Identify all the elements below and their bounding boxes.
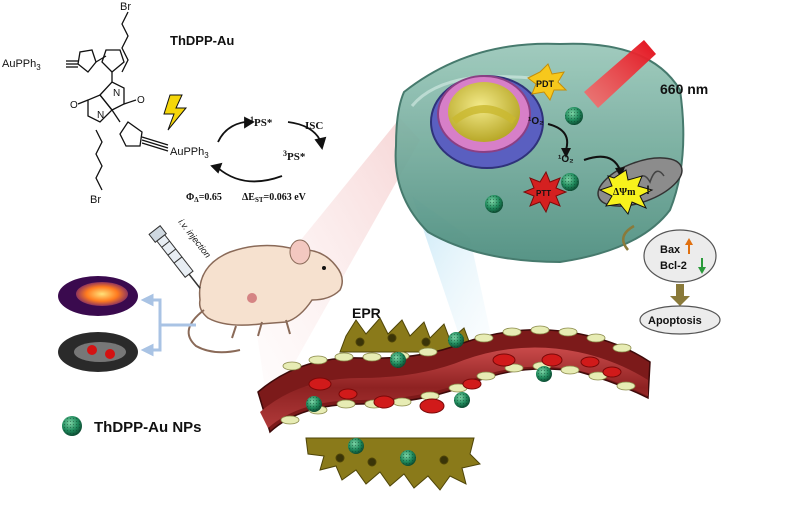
- isc-label: ISC: [305, 120, 323, 132]
- fluorescence-image: [58, 332, 138, 372]
- apoptosis-label: Apoptosis: [648, 315, 702, 327]
- energy-gap: ΔEST=0.063 eV: [242, 192, 307, 204]
- imaging-bracket: [144, 296, 196, 354]
- o-atom-right: O: [137, 95, 145, 106]
- photothermal-image: [58, 276, 138, 316]
- br-bottom-label: Br: [90, 194, 101, 206]
- alkyl-chain-bottom: [96, 130, 102, 190]
- ptt-label: PTT: [536, 189, 551, 198]
- nanoparticle: [536, 366, 552, 382]
- lightning-icon: [164, 95, 186, 130]
- singlet-oxygen-top: ¹O₂: [528, 116, 544, 127]
- injection-label: i.v. injection: [176, 217, 212, 260]
- nanoparticle: [400, 450, 416, 466]
- nanoparticle: [390, 352, 406, 368]
- excitation-arrow: [218, 122, 245, 142]
- n-atom-bottom: N: [97, 110, 104, 121]
- o-atom-left: O: [70, 100, 78, 111]
- tumor-cell: PDT PTT ¹O₂ ¹O₂ ΔΨm !: [396, 44, 689, 262]
- legend-nanoparticle-icon: [62, 416, 82, 436]
- tumor-cluster-bottom: [306, 438, 480, 490]
- nanoparticle: [348, 438, 364, 454]
- epr-label: EPR: [352, 305, 381, 321]
- nanoparticle: [306, 396, 322, 412]
- relaxation-arrow: [218, 168, 282, 181]
- nanoparticle: [561, 173, 579, 191]
- bax-bcl2-box: [644, 230, 716, 282]
- triplet-state: 3PS*: [283, 149, 306, 163]
- wavelength-label: 660 nm: [660, 81, 708, 97]
- legend: ThDPP-Au NPs: [62, 416, 202, 436]
- nanoparticle: [485, 195, 503, 213]
- pdt-label: PDT: [536, 79, 555, 89]
- bcl2-label: Bcl-2: [660, 260, 687, 272]
- membrane-potential-label: ΔΨm: [613, 187, 636, 198]
- au-right-label: AuPPh3: [170, 146, 209, 160]
- molecule-title: ThDPP-Au: [170, 33, 234, 48]
- nucleus: [431, 76, 543, 168]
- nanoparticle: [448, 332, 464, 348]
- pathway-arrow: [670, 284, 690, 306]
- legend-label: ThDPP-Au NPs: [94, 419, 202, 436]
- singlet-state: 1PS*: [250, 115, 273, 129]
- bax-label: Bax: [660, 244, 681, 256]
- au-left-label: AuPPh3: [2, 58, 41, 72]
- n-atom-top: N: [113, 88, 120, 99]
- singlet-oxygen-yield: ΦΔ=0.65: [186, 192, 222, 204]
- dpp-ring-left: [100, 82, 124, 110]
- exclaim-mark: !: [646, 183, 650, 197]
- nanoparticle: [565, 107, 583, 125]
- br-top-label: Br: [120, 1, 131, 13]
- nanoparticle: [454, 392, 470, 408]
- thdpp-au-structure: [66, 12, 168, 190]
- tumor-site: [247, 293, 257, 303]
